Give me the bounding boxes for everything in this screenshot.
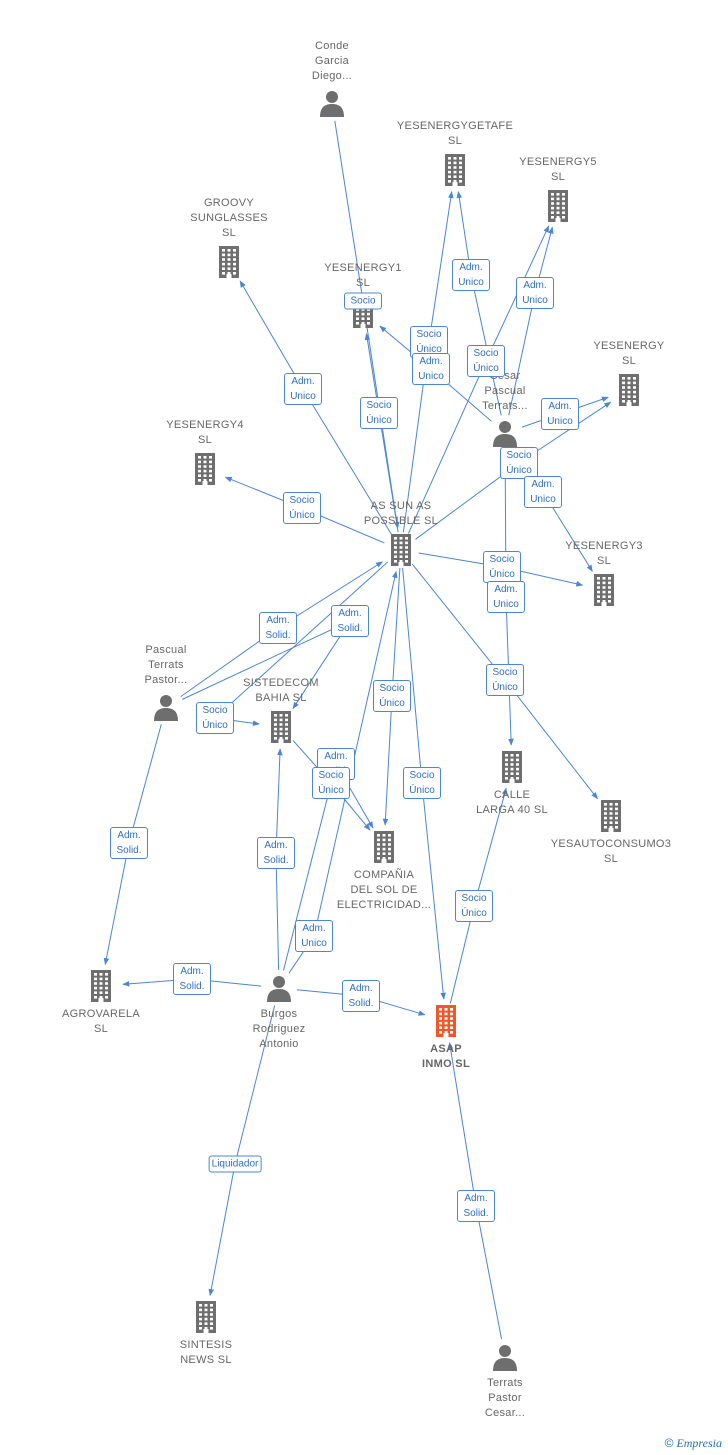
brand-name: Empresia [676,1436,722,1450]
node-sistedecom[interactable]: SISTEDECOM BAHIA SL [216,676,346,744]
building-icon [141,1300,271,1334]
relation-label[interactable]: Adm. Unico [541,398,579,430]
node-pascual[interactable]: Pascual Terrats Pastor... [101,643,231,722]
node-agrovarela[interactable]: AGROVARELA SL [36,969,166,1037]
relation-label[interactable]: Adm. Solid. [331,605,369,637]
relation-label[interactable]: Adm. Solid. [457,1190,495,1222]
node-label: GROOVY SUNGLASSES SL [190,197,268,239]
relation-label[interactable]: Adm. Unico [284,373,322,405]
node-asun[interactable]: AS SUN AS POSSIBLE SL [336,499,466,567]
node-label: Terrats Pastor Cesar... [484,1377,526,1419]
node-label: YESENERGY SL [593,340,665,367]
relation-label[interactable]: Socio Único [403,767,441,799]
person-icon [214,973,344,1003]
relation-label[interactable]: Adm. Unico [295,920,333,952]
person-icon [267,88,397,118]
node-cesar[interactable]: Cesar Pascual Terrats... [440,369,570,448]
node-label: AS SUN AS POSSIBLE SL [363,500,439,527]
relation-label[interactable]: Socio Único [312,767,350,799]
node-calle[interactable]: CALLE LARGA 40 SL [447,750,577,818]
building-icon [390,153,520,187]
node-label: YESENERGY1 SL [324,262,402,289]
node-terrats[interactable]: Terrats Pastor Cesar... [440,1342,570,1421]
node-label: YESENERGY4 SL [166,419,244,446]
relation-label[interactable]: Socio Único [467,345,505,377]
node-label: ASAP INMO SL [422,1043,470,1070]
relation-label[interactable]: Socio Único [486,664,524,696]
relation-label[interactable]: Liquidador [208,1155,262,1173]
building-icon [140,452,270,486]
node-label: YESENERGY5 SL [519,156,597,183]
relation-label[interactable]: Socio Único [373,680,411,712]
node-y3[interactable]: YESENERGY3 SL [539,539,669,607]
relation-label[interactable]: Adm. Solid. [257,837,295,869]
building-icon [493,189,623,223]
node-label: YESENERGY3 SL [565,540,643,567]
relation-label[interactable]: Socio Único [196,702,234,734]
building-icon [216,710,346,744]
relation-label[interactable]: Adm. Solid. [259,612,297,644]
person-icon [440,418,570,448]
node-asap[interactable]: ASAP INMO SL [381,1004,511,1072]
building-icon [36,969,166,1003]
node-ysl[interactable]: YESENERGY SL [564,339,694,407]
node-label: COMPAÑIA DEL SOL DE ELECTRICIDAD... [336,869,432,911]
relation-label[interactable]: Adm. Unico [524,476,562,508]
node-burgos[interactable]: Burgos Rodriguez Antonio [214,973,344,1052]
relation-label[interactable]: Adm. Unico [412,353,450,385]
node-y5[interactable]: YESENERGY5 SL [493,155,623,223]
building-icon [164,245,294,279]
relation-label[interactable]: Adm. Solid. [342,980,380,1012]
node-label: SINTESIS NEWS SL [179,1339,233,1366]
node-label: Pascual Terrats Pastor... [144,644,188,686]
node-label: CALLE LARGA 40 SL [476,789,548,816]
person-icon [440,1342,570,1372]
relation-label[interactable]: Socio Único [283,492,321,524]
relation-label[interactable]: Socio Único [360,397,398,429]
relation-label[interactable]: Socio Único [455,890,493,922]
node-sintesis[interactable]: SINTESIS NEWS SL [141,1300,271,1368]
building-icon [539,573,669,607]
copyright-mark: © [664,1436,674,1450]
building-icon [319,830,449,864]
relation-label[interactable]: Socio Único [410,326,448,358]
node-yesauto[interactable]: YESAUTOCONSUMO3 SL [546,799,676,867]
relation-label[interactable]: Socio Único [483,551,521,583]
person-icon [101,692,231,722]
building-icon [336,533,466,567]
building-icon [564,373,694,407]
node-label: YESAUTOCONSUMO3 SL [550,838,672,865]
node-label: AGROVARELA SL [62,1008,140,1035]
node-label: YESENERGYGETAFE SL [396,120,514,147]
relation-label[interactable]: Adm. Unico [487,581,525,613]
node-label: Conde Garcia Diego... [311,40,353,82]
node-label: SISTEDECOM BAHIA SL [243,677,319,704]
node-conde[interactable]: Conde Garcia Diego... [267,39,397,118]
footer-brand: ©Empresia [665,1436,722,1451]
building-icon [447,750,577,784]
node-groovy[interactable]: GROOVY SUNGLASSES SL [164,196,294,279]
relation-label[interactable]: Adm. Unico [516,277,554,309]
building-icon [546,799,676,833]
relation-label[interactable]: Adm. Solid. [173,963,211,995]
relation-label[interactable]: Adm. Solid. [110,827,148,859]
relation-label[interactable]: Socio [344,292,382,310]
node-label: Burgos Rodriguez Antonio [252,1008,306,1050]
building-icon [381,1004,511,1038]
node-getafe[interactable]: YESENERGYGETAFE SL [390,119,520,187]
relation-label[interactable]: Socio Único [500,447,538,479]
node-y4[interactable]: YESENERGY4 SL [140,418,270,486]
node-compania[interactable]: COMPAÑIA DEL SOL DE ELECTRICIDAD... [319,830,449,913]
relation-label[interactable]: Adm. Unico [452,259,490,291]
